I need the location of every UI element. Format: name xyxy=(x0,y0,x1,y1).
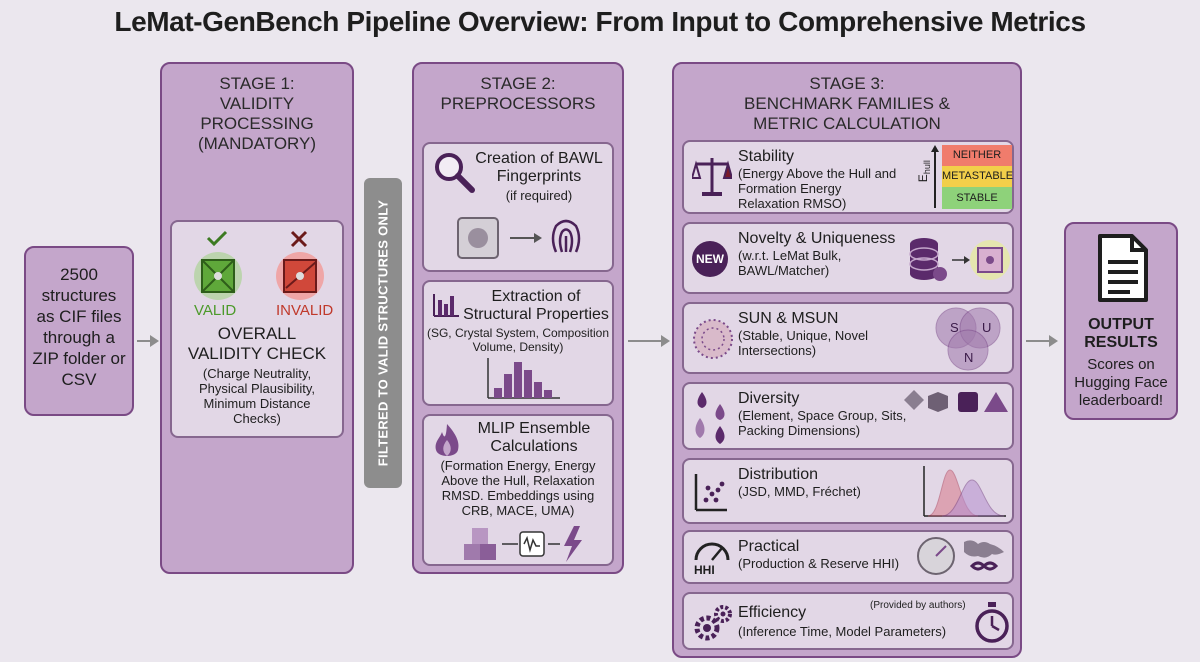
magnifier-icon xyxy=(435,153,475,193)
venn-n: N xyxy=(964,350,973,365)
balance-scale-icon xyxy=(692,158,732,196)
arrow-stage2-stage3 xyxy=(628,335,670,347)
metric-diversity: Diversity (Element, Space Group, Sits, P… xyxy=(682,382,1014,450)
validity-check-desc: (Charge Neutrality, Physical Plausibilit… xyxy=(198,366,316,426)
validity-check-title: OVERALL VALIDITY CHECK xyxy=(187,324,327,363)
scale-neither: NEITHER xyxy=(942,145,1012,166)
filter-label-bar: FILTERED TO VALID STRUCTURES ONLY xyxy=(364,178,402,488)
flame-icon xyxy=(435,424,459,456)
output-box: OUTPUT RESULTS Scores on Hugging Face le… xyxy=(1064,222,1178,420)
novelty-title: Novelty & Uniqueness xyxy=(738,230,896,247)
stage3-panel: STAGE 3: BENCHMARK FAMILIES & METRIC CAL… xyxy=(672,62,1022,658)
output-desc: Scores on Hugging Face leaderboard! xyxy=(1074,356,1168,409)
gears-icon xyxy=(694,605,732,641)
cubes-to-lightning-icon xyxy=(464,526,582,562)
stability-title: Stability xyxy=(738,148,795,165)
stability-desc: (Energy Above the Hull and Formation Ene… xyxy=(738,166,897,211)
density-curves-icon xyxy=(923,466,1006,517)
venn-u: U xyxy=(982,320,991,335)
practical-title: Practical xyxy=(738,538,800,555)
gauge-icon xyxy=(694,542,730,561)
mlip-title: MLIP Ensemble Calculations xyxy=(477,420,591,455)
droplets-icon xyxy=(695,392,725,444)
metric-novelty: NEW Novelty & Uniqueness (w.r.t. LeMat B… xyxy=(682,222,1014,294)
bawl-title: Creation of BAWL Fingerprints xyxy=(475,150,603,185)
metric-practical: HHI Practical (Production & Reserve HHI) xyxy=(682,530,1014,584)
database-to-crystal-icon xyxy=(909,238,1010,281)
efficiency-desc: (Inference Time, Model Parameters) xyxy=(738,624,947,639)
new-badge: NEW xyxy=(692,241,728,277)
stability-scale: NEITHER METASTABLE STABLE xyxy=(942,145,1013,209)
venn-s: S xyxy=(950,320,959,335)
metric-distribution: Distribution (JSD, MMD, Fréchet) xyxy=(682,458,1014,524)
valid-crystal-icon xyxy=(194,230,242,300)
structural-title: Extraction of Structural Properties xyxy=(463,288,609,323)
metric-sun: SUN & MSUN (Stable, Unique, Novel Inters… xyxy=(682,302,1014,374)
input-box: 2500 structures as CIF files through a Z… xyxy=(24,246,134,416)
stage1-header: STAGE 1: VALIDITY PROCESSING (MANDATORY) xyxy=(197,74,317,153)
stage3-header: STAGE 3: BENCHMARK FAMILIES & METRIC CAL… xyxy=(744,74,950,133)
stage1-panel: STAGE 1: VALIDITY PROCESSING (MANDATORY)… xyxy=(160,62,354,574)
document-icon xyxy=(1098,234,1148,302)
invalid-crystal-icon xyxy=(276,230,324,300)
dotted-sphere-icon xyxy=(693,319,733,359)
novelty-desc: (w.r.t. LeMat Bulk, BAWL/Matcher) xyxy=(738,248,842,278)
scatter-plot-icon xyxy=(694,474,727,512)
hhi-label: HHI xyxy=(694,563,715,577)
stage2-panel: STAGE 2: PREPROCESSORS Creation of BAWL … xyxy=(412,62,624,574)
invalid-label: INVALID xyxy=(276,302,334,319)
scale-stable: STABLE xyxy=(942,187,1012,209)
diversity-desc: (Element, Space Group, Sits, Packing Dim… xyxy=(738,408,907,438)
shapes-icon xyxy=(904,390,1008,412)
sun-desc: (Stable, Unique, Novel Intersections) xyxy=(738,328,869,358)
stopwatch-icon xyxy=(975,602,1009,643)
bar-chart-icon xyxy=(433,294,459,317)
distribution-title: Distribution xyxy=(738,466,819,483)
preprocessor-card-bawl: Creation of BAWL Fingerprints (if requir… xyxy=(422,142,614,272)
scale-metastable: METASTABLE xyxy=(942,166,1013,187)
output-title: OUTPUT RESULTS xyxy=(1084,316,1158,351)
stage2-header: STAGE 2: PREPROCESSORS xyxy=(440,74,596,113)
structural-desc: (SG, Crystal System, Composition Volume,… xyxy=(426,326,610,354)
distribution-desc: (JSD, MMD, Fréchet) xyxy=(738,484,861,499)
sun-title: SUN & MSUN xyxy=(738,310,839,327)
efficiency-title: Efficiency xyxy=(738,604,807,621)
provided-note: (Provided by authors) xyxy=(870,600,966,611)
arrow-stage3-output xyxy=(1026,335,1058,347)
metric-efficiency: Efficiency (Inference Time, Model Parame… xyxy=(682,592,1014,650)
practical-desc: (Production & Reserve HHI) xyxy=(738,556,900,571)
page-title: LeMat-GenBench Pipeline Overview: From I… xyxy=(114,6,1086,37)
metric-stability: Stability (Energy Above the Hull and For… xyxy=(682,140,1014,214)
venn-diagram-icon: S U N xyxy=(935,307,1001,371)
valid-label: VALID xyxy=(194,302,237,319)
crystal-to-fingerprint-icon xyxy=(457,217,581,259)
histogram-icon xyxy=(487,358,560,399)
arrow-input-stage1 xyxy=(137,335,159,347)
preprocessor-card-mlip: MLIP Ensemble Calculations (Formation En… xyxy=(422,414,614,566)
input-text: 2500 structures as CIF files through a Z… xyxy=(32,265,126,389)
energy-arrow-icon xyxy=(931,145,939,208)
bawl-desc: (if required) xyxy=(505,188,573,203)
mlip-desc: (Formation Energy, Energy Above the Hull… xyxy=(440,458,596,518)
validity-card: VALID INVALID OVERALL VALIDITY CHECK (Ch… xyxy=(170,220,344,438)
diversity-title: Diversity xyxy=(738,390,800,407)
world-map-gauge-icon xyxy=(917,537,1004,575)
preprocessor-card-structural: Extraction of Structural Properties (SG,… xyxy=(422,280,614,406)
